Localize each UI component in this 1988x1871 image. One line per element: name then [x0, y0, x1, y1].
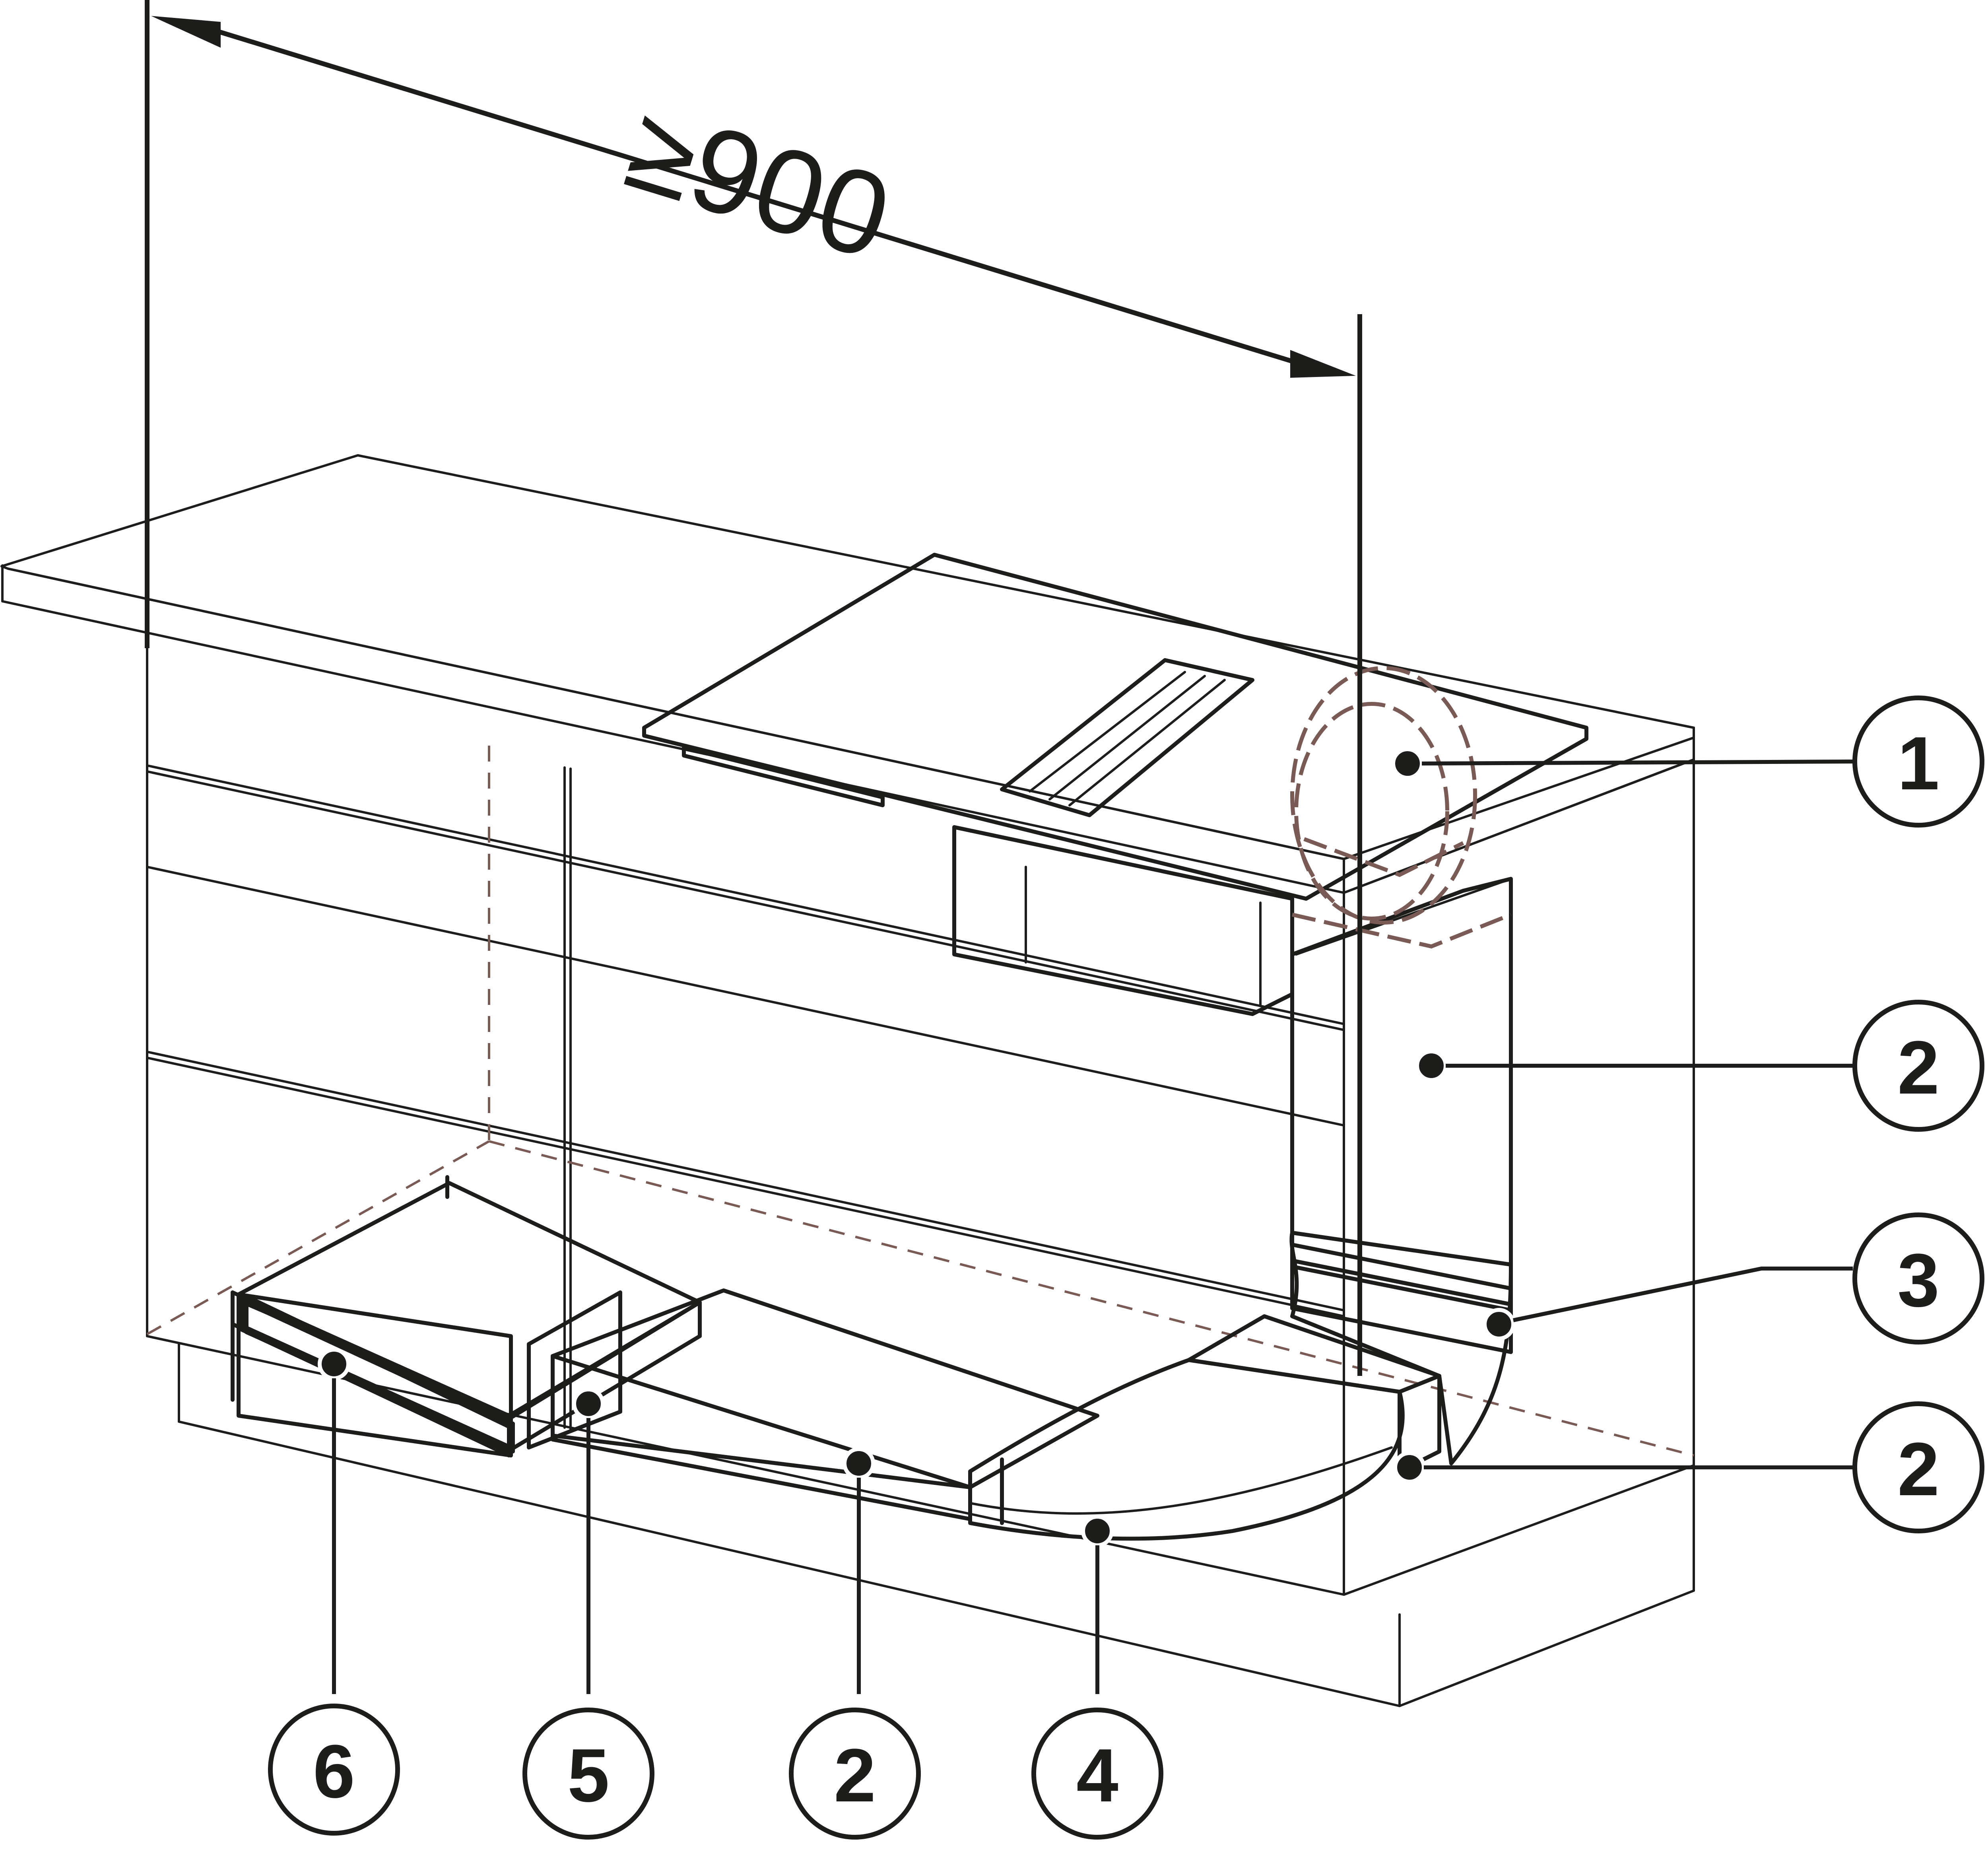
duct-system — [231, 877, 1513, 1541]
callout-4 — [1031, 1708, 1163, 1840]
callout-1 — [1852, 696, 1984, 828]
callout-2-vertical-duct — [1852, 1000, 1984, 1132]
callout-number: 2 — [1897, 1427, 1939, 1512]
fan-unit — [1290, 666, 1512, 949]
callout-6 — [268, 1704, 400, 1836]
arrowhead-left-icon — [151, 16, 221, 48]
callout-number: 3 — [1897, 1238, 1939, 1323]
dimension-annotation: ≥900 — [145, 0, 1362, 1376]
arrowhead-right-icon — [1290, 350, 1356, 378]
callout-5 — [522, 1708, 654, 1840]
callout-2-horizontal-duct — [789, 1708, 921, 1840]
dimension-label: ≥900 — [613, 80, 905, 285]
callout-number: 1 — [1897, 721, 1939, 806]
kitchen-cabinet — [0, 454, 1695, 1707]
callout-number: 4 — [1076, 1733, 1118, 1818]
callout-number: 5 — [567, 1733, 610, 1818]
callout-number: 6 — [313, 1729, 355, 1814]
downdraft-vent — [1000, 658, 1254, 817]
callouts-right: 1 2 3 2 — [1391, 696, 1984, 1533]
callout-number: 2 — [834, 1733, 876, 1818]
callouts-bottom: 6 5 2 4 — [268, 1348, 1163, 1840]
callout-2-bend — [1852, 1401, 1984, 1533]
callout-number: 2 — [1897, 1026, 1939, 1110]
induction-hob — [642, 553, 1588, 1016]
wall-box — [231, 1175, 702, 1455]
callout-3 — [1852, 1212, 1984, 1344]
